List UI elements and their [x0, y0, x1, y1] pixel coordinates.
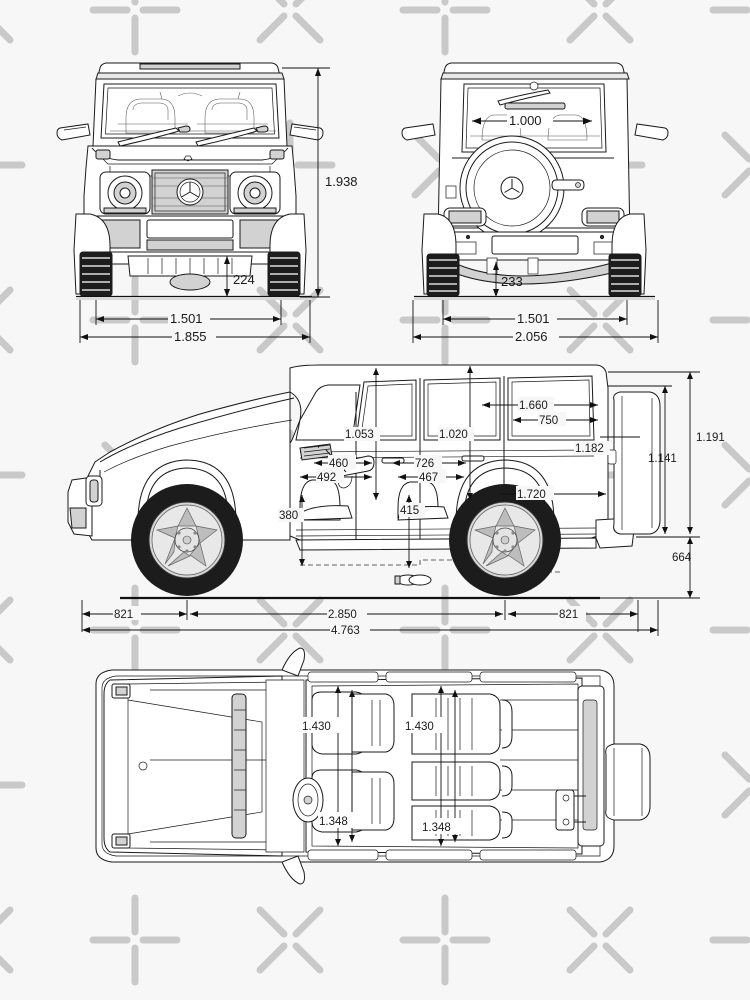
front-overall-width-label: 1.855	[174, 329, 207, 344]
side-dimension-group: 1.053 1.020 460 492 380 726 467	[81, 366, 725, 637]
side-overall-length-label: 4.763	[331, 625, 360, 637]
side-loading-height-label: 664	[672, 552, 692, 564]
side-rear-legroom-726-label: 726	[415, 458, 434, 470]
side-cargo-750-label: 750	[539, 415, 558, 427]
front-dimension-group: 1.938 224 1.501 1.855	[79, 67, 358, 344]
side-front-seat-460-label: 460	[329, 458, 348, 470]
top-front-hip-room-label: 1.348	[319, 816, 348, 828]
top-dimension-group: 1.430 1.348 1.430 1.348	[301, 686, 461, 846]
side-front-headroom-label: 1.053	[345, 429, 374, 441]
side-height-1191-label: 1.191	[696, 432, 725, 444]
top-rear-hip-room-label: 1.348	[422, 822, 451, 834]
rear-view	[401, 62, 669, 300]
side-wheelbase-label: 2.850	[328, 609, 357, 621]
side-cargo-1720-label: 1.720	[517, 489, 546, 501]
top-front-shoulder-room-label: 1.430	[302, 721, 331, 733]
top-view	[95, 647, 651, 885]
front-ground-clearance-label: 224	[233, 272, 255, 287]
rear-overall-width-label: 2.056	[515, 329, 548, 344]
side-rear-headroom-label: 1.020	[439, 429, 468, 441]
rear-ground-clearance-label: 233	[501, 274, 523, 289]
rear-opening-width-label: 1.000	[509, 113, 542, 128]
side-rear-overhang-label: 821	[559, 609, 578, 621]
side-front-cushion-492-label: 492	[317, 472, 336, 484]
top-rear-shoulder-room-label: 1.430	[405, 721, 434, 733]
side-front-overhang-label: 821	[114, 609, 133, 621]
front-view	[56, 62, 324, 300]
front-overall-height-label: 1.938	[325, 174, 358, 189]
front-wheel	[131, 484, 243, 596]
side-rear-seat-height-label: 415	[400, 505, 419, 517]
rear-track-label: 1.501	[517, 311, 550, 326]
rear-dimension-group: 1.000 233 1.501 2.056	[412, 112, 659, 344]
rear-wheel	[449, 484, 561, 596]
side-height-1141-label: 1.141	[648, 453, 677, 465]
side-cargo-1660-label: 1.660	[519, 400, 548, 412]
side-rear-cushion-467-label: 467	[419, 472, 438, 484]
side-cargo-1182-label: 1.182	[575, 443, 604, 455]
side-front-seat-height-label: 380	[279, 510, 298, 522]
front-track-label: 1.501	[170, 311, 203, 326]
